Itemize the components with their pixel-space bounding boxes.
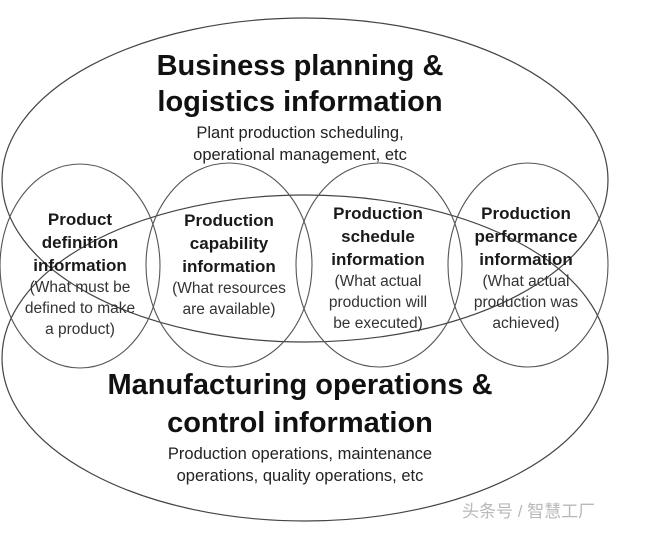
circle-desc-line: achieved)	[492, 315, 560, 332]
circle-desc-line: production was	[473, 294, 579, 311]
circle-title-line: performance	[474, 227, 578, 246]
circle-title-line: Production	[184, 211, 274, 230]
circle-title-line: definition	[41, 233, 119, 252]
circle-title-line: information	[331, 250, 425, 269]
production-schedule-circle	[295, 162, 463, 368]
business-planning-subtitle-line-2: operational management, etc	[193, 146, 407, 164]
circle-title-line: information	[479, 250, 573, 269]
manufacturing-title-line-1: Manufacturing operations &	[107, 369, 493, 401]
circle-desc-line: a product)	[45, 321, 115, 338]
circle-desc-line: (What resources	[172, 280, 286, 297]
product-definition-label: Product definition information (What mus…	[5, 208, 155, 340]
circle-title-line: capability	[189, 234, 269, 253]
business-planning-title-line-2: logistics information	[157, 86, 443, 118]
circle-desc-line: production will	[328, 294, 428, 311]
business-planning-label: Business planning & logistics informatio…	[100, 48, 500, 166]
circle-desc-line: be executed)	[333, 315, 423, 332]
circle-desc-line: defined to make	[24, 300, 136, 317]
circle-title-line: information	[33, 256, 127, 275]
circle-desc-line: (What actual	[334, 273, 422, 290]
production-performance-label: Production performance information (What…	[451, 202, 601, 334]
business-planning-subtitle-line-1: Plant production scheduling,	[196, 124, 404, 142]
production-capability-circle	[145, 162, 313, 368]
production-schedule-label: Production schedule information (What ac…	[303, 202, 453, 334]
manufacturing-operations-ellipse	[1, 194, 609, 522]
business-planning-title-line-1: Business planning &	[156, 50, 444, 82]
business-planning-ellipse	[1, 17, 609, 343]
circle-title-line: schedule	[341, 227, 415, 246]
production-capability-label: Production capability information (What …	[154, 209, 304, 320]
watermark: 头条号 / 智慧工厂	[462, 502, 596, 521]
product-definition-circle	[0, 163, 161, 369]
circle-desc-line: (What actual	[482, 273, 570, 290]
manufacturing-operations-label: Manufacturing operations & control infor…	[60, 367, 540, 487]
manufacturing-subtitle-line-1: Production operations, maintenance	[167, 445, 433, 463]
manufacturing-title-line-2: control information	[167, 407, 433, 439]
manufacturing-subtitle-line-2: operations, quality operations, etc	[176, 467, 424, 485]
circle-desc-line: are available)	[182, 301, 276, 318]
circle-title-line: Production	[333, 204, 423, 223]
production-performance-circle	[447, 162, 609, 368]
circle-title-line: Production	[481, 204, 571, 223]
circle-title-line: Product	[47, 210, 113, 229]
circle-desc-line: (What must be	[29, 279, 131, 296]
circle-title-line: information	[182, 257, 276, 276]
